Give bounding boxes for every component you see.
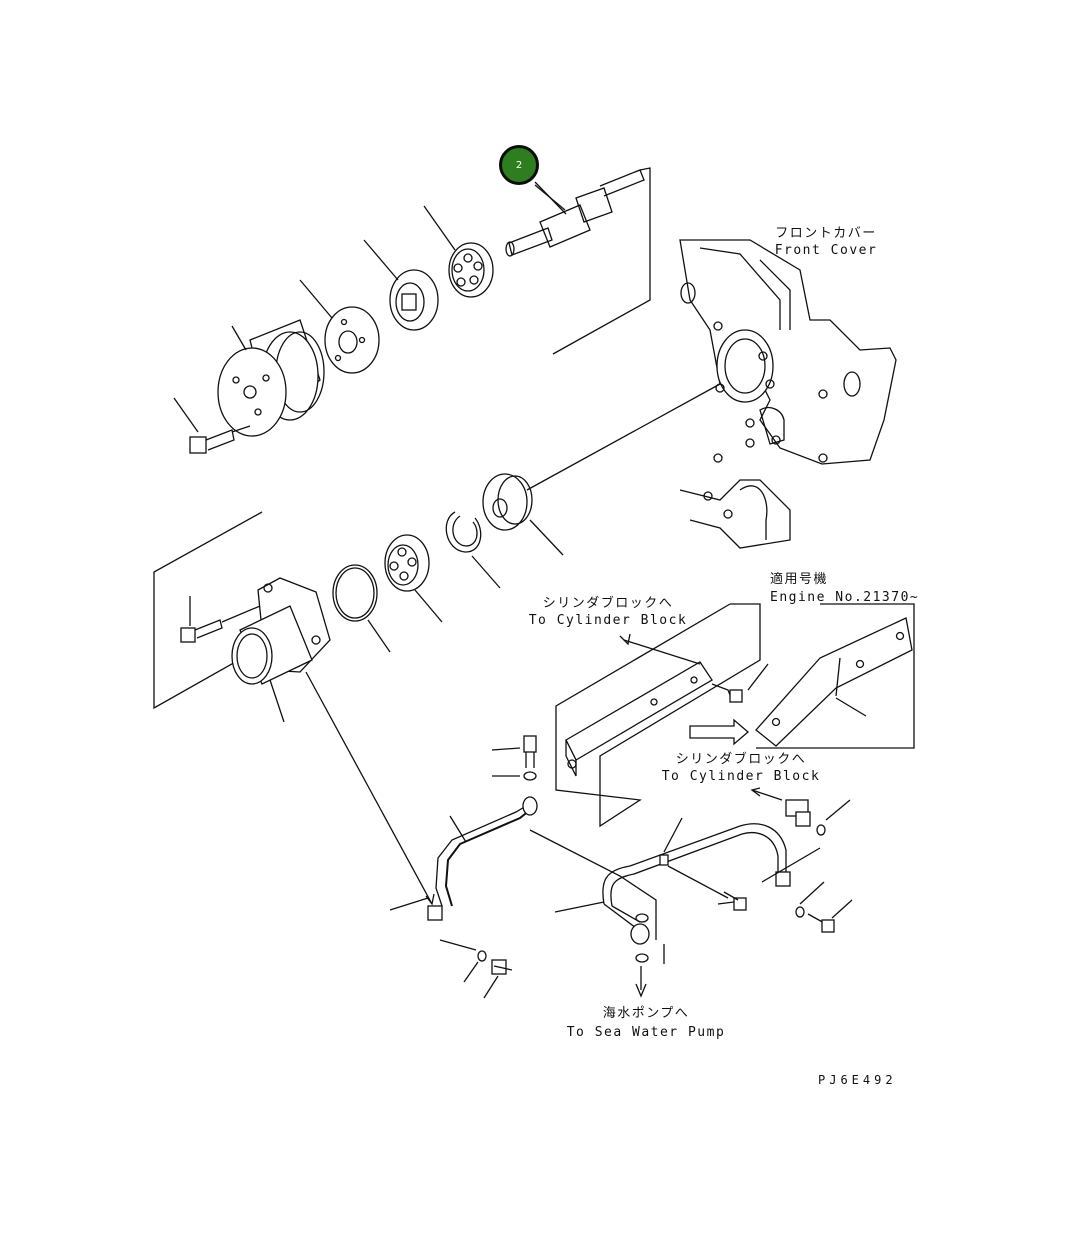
pump-shaft (505, 169, 645, 257)
pulley-bolt (173, 397, 251, 454)
reference-arrow-icon (689, 718, 749, 746)
bolts-right (761, 847, 853, 933)
drawing-code: PJ6E492 (818, 1073, 897, 1087)
plate-bolt (711, 663, 769, 703)
mounting-plate (555, 603, 761, 828)
cylinder-block-label-jp-1: シリンダブロックへ (542, 596, 674, 611)
cylinder-block-label-en-1: To Cylinder Block (528, 613, 688, 628)
inset-bracket (755, 603, 915, 749)
pump-housing (231, 577, 331, 723)
engine-number-label: Engine No.21370~ (770, 590, 920, 605)
applicable-label-jp: 適用号機 (770, 572, 829, 587)
pulley (217, 319, 325, 437)
front-cover (679, 239, 897, 549)
housing-bolt (180, 596, 261, 643)
front-cover-label-jp: フロントカバー (775, 226, 877, 241)
callout-number: 2 (515, 159, 523, 171)
washers-mid (635, 913, 665, 998)
o-ring (332, 564, 391, 653)
bearing-2 (363, 239, 439, 331)
front-cover-label-en: Front Cover (774, 243, 878, 258)
bearing-3 (384, 534, 443, 623)
bolts-bottom-left (389, 897, 513, 999)
pipe-bolt-mid (717, 891, 747, 911)
water-pipe-left (427, 796, 538, 921)
snap-ring (445, 511, 501, 589)
sea-water-pump-label-en: To Sea Water Pump (566, 1025, 726, 1040)
drive-gear (482, 473, 564, 556)
bolt-washer-top (491, 735, 537, 781)
water-pipe-right (554, 817, 791, 945)
part-callout-2[interactable]: 2 (499, 145, 539, 185)
cylinder-block-label-jp-2: シリンダブロックへ (675, 752, 807, 767)
cylinder-block-label-en-2: To Cylinder Block (661, 769, 821, 784)
hub-flange (299, 279, 380, 374)
sea-water-pump-label-jp: 海水ポンプへ (602, 1006, 690, 1021)
bearing-1 (423, 205, 494, 298)
elbow-fitting (750, 787, 851, 836)
